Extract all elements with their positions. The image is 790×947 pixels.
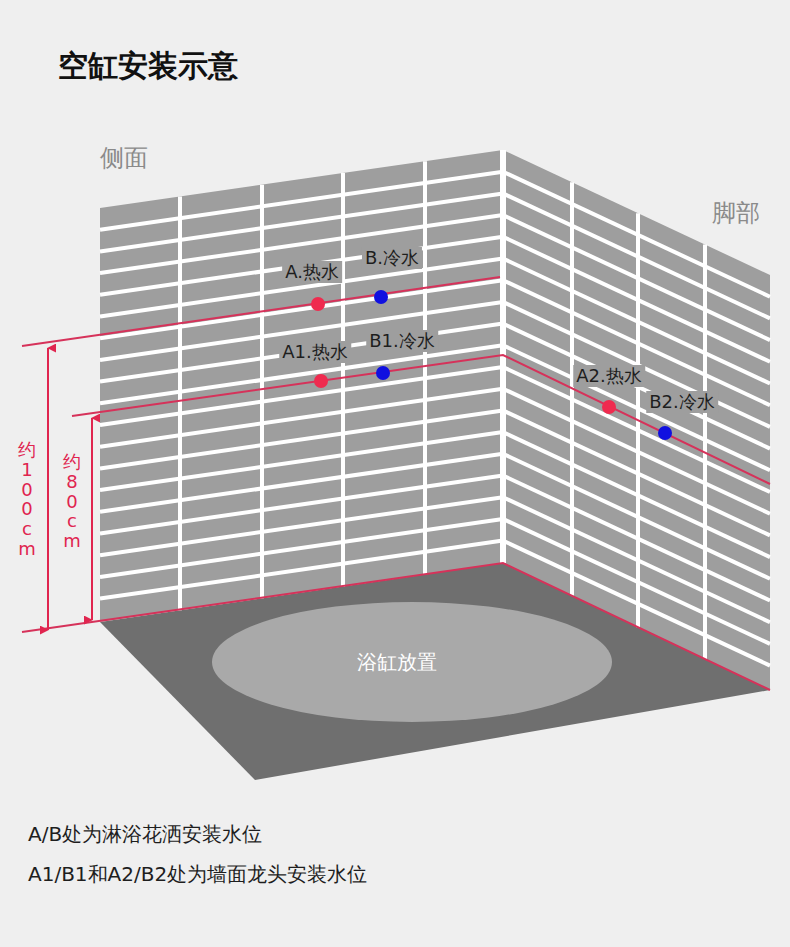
bathtub-area: 浴缸放置 [212,602,612,722]
face-label: 脚部 [712,199,760,228]
side-wall [100,150,503,622]
outlet-label: A1.热水 [279,341,351,363]
outlet-label: A2.热水 [573,365,645,387]
dimension-arrows [48,348,92,630]
note: A/B处为淋浴花洒安装水位 [28,822,262,846]
dimension: 约80cm [63,452,81,551]
note: A1/B1和A2/B2处为墙面龙头安装水位 [28,862,367,886]
brick-joints [100,161,770,665]
outlet-label: B2.冷水 [646,391,718,413]
dimension: 约100cm [18,440,36,559]
title: 空缸安装示意 [58,48,238,84]
outlet-dots [311,290,672,440]
outlet-label: B.冷水 [362,247,422,269]
face-label: 侧面 [100,144,148,173]
outlet-label: B1.冷水 [366,330,438,352]
area-label: 浴缸放置 [357,649,437,676]
outlet-label: A.热水 [282,261,342,283]
